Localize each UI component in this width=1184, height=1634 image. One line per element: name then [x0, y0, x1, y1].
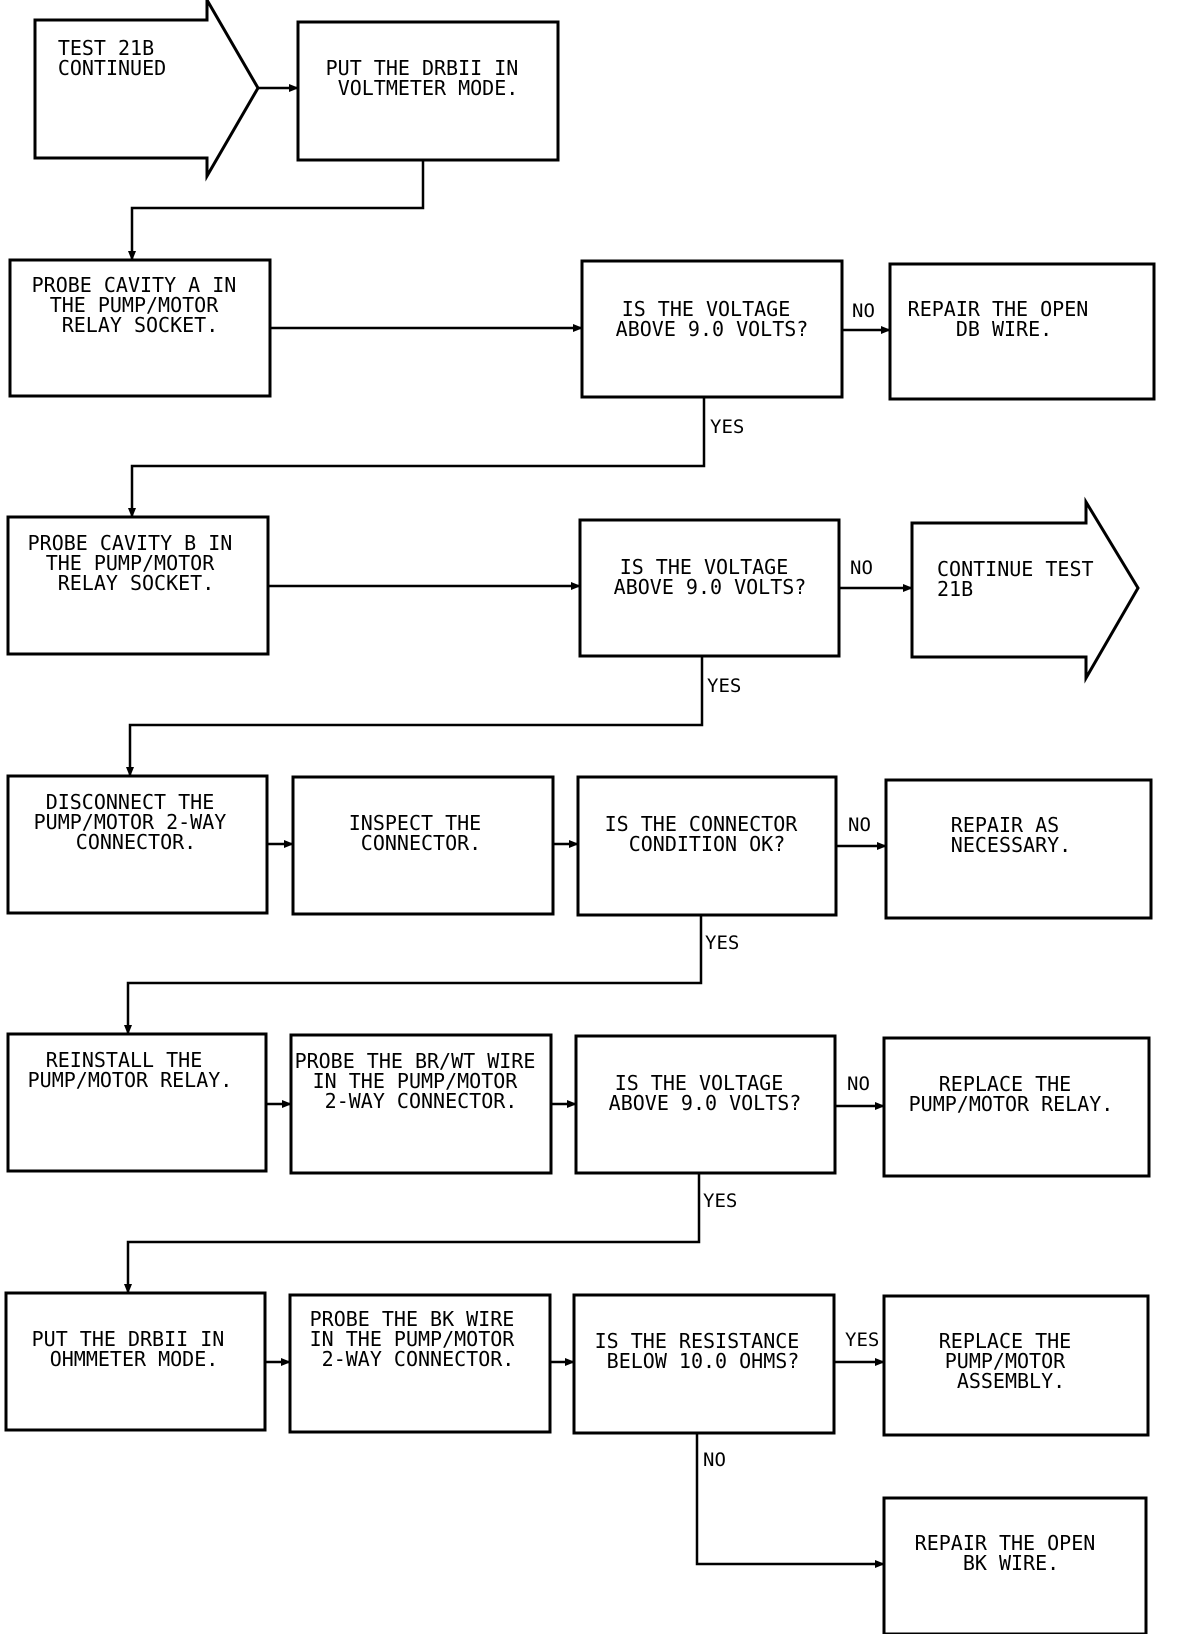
- edge-label-q5-no: NO: [703, 1449, 726, 1471]
- decision-resistance: IS THE RESISTANCE BELOW 10.0 OHMS?: [572, 1293, 836, 1435]
- svg-text:REPLACE THE PUMP/MOTOR R: REPLACE THE PUMP/MOTOR RELAY.: [909, 1072, 1114, 1116]
- svg-text:DISCONNECT THE PUMP/MOTO: DISCONNECT THE PUMP/MOTOR 2-WAY CONNECTO…: [34, 790, 239, 854]
- step-inspect-connector: INSPECT THE CONNECTOR.: [291, 775, 555, 916]
- connector-q3-yes: [124, 915, 703, 1035]
- connector-voltmeter-to-cavity-a: [128, 160, 425, 261]
- decision-voltage-3: IS THE VOLTAGE ABOVE 9.0 VOLTS?: [574, 1034, 837, 1175]
- continue-test-text: CONTINUE TEST 21B: [937, 557, 1106, 601]
- decision-voltage-2: IS THE VOLTAGE ABOVE 9.0 VOLTS?: [578, 518, 841, 658]
- svg-text:REINSTALL THE PUMP/MOTOR: REINSTALL THE PUMP/MOTOR RELAY.: [28, 1048, 233, 1092]
- step-probe-br-wt-wire: PROBE THE BR/WT WIRE IN THE PUMP/MOTOR 2…: [289, 1033, 553, 1175]
- step-replace-assembly: REPLACE THE PUMP/MOTOR ASSEMBLY.: [882, 1294, 1150, 1437]
- step-repair-bk-wire: REPAIR THE OPEN BK WIRE.: [882, 1496, 1148, 1634]
- edge-label-q2-no: NO: [850, 557, 873, 579]
- step-probe-cavity-b: PROBE CAVITY B IN THE PUMP/MOTOR RELAY S…: [6, 515, 270, 656]
- step-ohmmeter-mode: PUT THE DRBII IN OHMMETER MODE.: [4, 1291, 267, 1432]
- connector-q1-yes: [128, 397, 706, 518]
- edge-label-q4-yes: YES: [703, 1190, 737, 1212]
- edge-label-q4-no: NO: [847, 1073, 870, 1095]
- edge-label-q3-no: NO: [848, 814, 871, 836]
- connector-q5-no: [695, 1433, 885, 1568]
- svg-text:PUT THE DRBII IN OHMMETE: PUT THE DRBII IN OHMMETER MODE.: [32, 1327, 237, 1371]
- svg-text:PROBE THE BK WIRE IN THE: PROBE THE BK WIRE IN THE PUMP/MOTOR 2-WA…: [310, 1307, 527, 1371]
- step-voltmeter-mode: PUT THE DRBII IN VOLTMETER MODE.: [296, 20, 560, 162]
- svg-text:REPAIR THE OPEN BK WIRE.: REPAIR THE OPEN BK WIRE.: [915, 1531, 1108, 1575]
- edge-label-q1-no: NO: [852, 300, 875, 322]
- svg-text:REPAIR AS NECESSARY.: REPAIR AS NECESSARY.: [951, 813, 1071, 857]
- svg-text:IS THE RESISTANCE BELOW: IS THE RESISTANCE BELOW 10.0 OHMS?: [595, 1329, 812, 1373]
- start-connector-text: TEST 21B CONTINUED: [58, 36, 166, 80]
- step-disconnect-connector: DISCONNECT THE PUMP/MOTOR 2-WAY CONNECTO…: [6, 774, 269, 915]
- edge-label-q5-yes: YES: [845, 1329, 879, 1351]
- svg-text:IS THE VOLTAGE ABOVE 9.0: IS THE VOLTAGE ABOVE 9.0 VOLTS?: [609, 1071, 802, 1115]
- svg-text:REPAIR THE OPEN DB WIRE.: REPAIR THE OPEN DB WIRE.: [908, 297, 1101, 341]
- connector-q2-yes: [126, 656, 704, 777]
- step-probe-bk-wire: PROBE THE BK WIRE IN THE PUMP/MOTOR 2-WA…: [288, 1293, 552, 1434]
- edge-label-q3-yes: YES: [705, 932, 739, 954]
- step-repair-as-necessary: REPAIR AS NECESSARY.: [884, 778, 1153, 920]
- decision-connector-ok: IS THE CONNECTOR CONDITION OK?: [576, 775, 838, 917]
- continue-test-arrow-shape: [910, 496, 1140, 684]
- step-probe-cavity-a: PROBE CAVITY A IN THE PUMP/MOTOR RELAY S…: [8, 258, 272, 398]
- edge-label-q1-yes: YES: [710, 416, 744, 438]
- svg-text:PROBE CAVITY A IN THE PU: PROBE CAVITY A IN THE PUMP/MOTOR RELAY S…: [32, 273, 249, 337]
- step-replace-relay: REPLACE THE PUMP/MOTOR RELAY.: [882, 1036, 1151, 1178]
- svg-text:PUT THE DRBII IN VOLTMET: PUT THE DRBII IN VOLTMETER MODE.: [326, 56, 531, 100]
- svg-text:REPLACE THE PUMP/MOTOR: REPLACE THE PUMP/MOTOR ASSEMBLY.: [939, 1329, 1084, 1393]
- svg-text:IS THE VOLTAGE ABOVE 9.0: IS THE VOLTAGE ABOVE 9.0 VOLTS?: [616, 297, 809, 341]
- decision-voltage-1: IS THE VOLTAGE ABOVE 9.0 VOLTS?: [580, 259, 844, 399]
- svg-text:IS THE CONNECTOR CONDITI: IS THE CONNECTOR CONDITION OK?: [605, 812, 810, 856]
- step-repair-db-wire: REPAIR THE OPEN DB WIRE.: [888, 262, 1156, 401]
- edge-label-q2-yes: YES: [707, 675, 741, 697]
- svg-text:PROBE CAVITY B IN THE PU: PROBE CAVITY B IN THE PUMP/MOTOR RELAY S…: [28, 531, 245, 595]
- svg-text:PROBE THE BR/WT WIRE IN: PROBE THE BR/WT WIRE IN THE PUMP/MOTOR 2…: [295, 1049, 548, 1113]
- start-arrow-shape: [33, 0, 260, 182]
- connector-q4-yes: [124, 1173, 701, 1294]
- svg-text:IS THE VOLTAGE ABOVE 9.0: IS THE VOLTAGE ABOVE 9.0 VOLTS?: [614, 555, 807, 599]
- step-reinstall-relay: REINSTALL THE PUMP/MOTOR RELAY.: [6, 1032, 268, 1173]
- svg-text:INSPECT THE CONNECTOR.: INSPECT THE CONNECTOR.: [349, 811, 494, 855]
